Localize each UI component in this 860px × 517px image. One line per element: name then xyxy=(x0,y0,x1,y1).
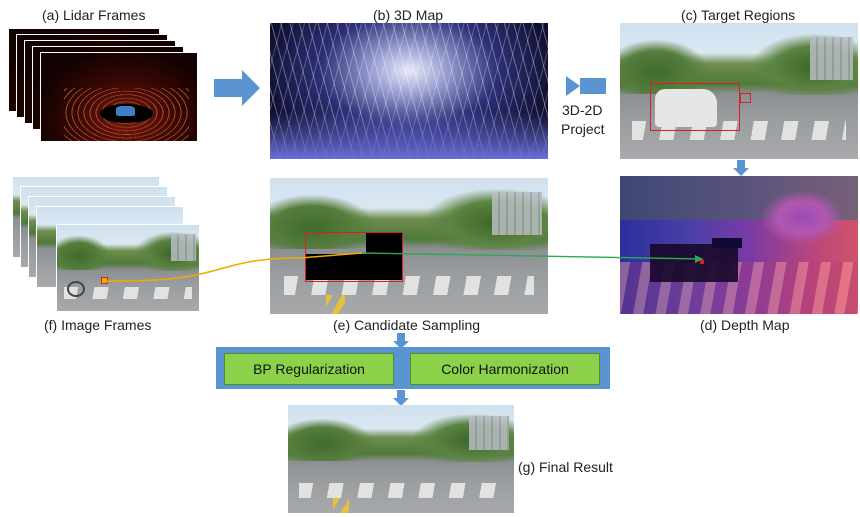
caption-final-result: (g) Final Result xyxy=(518,459,613,475)
caption-3d-map: (b) 3D Map xyxy=(373,7,444,23)
depth-map-image xyxy=(620,176,858,314)
arrow-sampling-to-modules xyxy=(393,333,409,349)
arrow-lidar-to-map xyxy=(214,70,260,106)
projection-label-line2: Project xyxy=(561,121,605,137)
candidate-mask-upper xyxy=(366,232,402,256)
final-result-image xyxy=(288,405,514,513)
orange-correspondence-curve xyxy=(104,252,363,282)
ego-car xyxy=(115,105,135,117)
arrow-modules-to-result xyxy=(393,390,409,406)
cyclist xyxy=(67,281,85,297)
caption-target-regions: (c) Target Regions xyxy=(681,7,796,23)
small-target-box xyxy=(740,93,751,103)
color-harmonization-box: Color Harmonization xyxy=(410,353,600,385)
target-regions-image xyxy=(620,23,858,159)
refinement-modules-panel: BP Regularization Color Harmonization xyxy=(216,347,610,389)
caption-candidate-sampling: (e) Candidate Sampling xyxy=(333,317,481,333)
caption-image-frames: (f) Image Frames xyxy=(44,317,152,333)
caption-depth-map: (d) Depth Map xyxy=(700,317,790,333)
candidate-sampling-image xyxy=(270,178,548,314)
target-car xyxy=(655,89,717,127)
bp-regularization-box: BP Regularization xyxy=(224,353,394,385)
green-correspondence-line xyxy=(361,252,704,260)
lidar-frame-front xyxy=(40,52,198,142)
depth-small-region xyxy=(712,238,742,248)
bp-regularization-label: BP Regularization xyxy=(253,361,365,377)
caption-lidar-frames: (a) Lidar Frames xyxy=(42,7,146,23)
depth-target-region xyxy=(650,244,738,282)
3d-map-image xyxy=(270,23,548,159)
image-frame-front xyxy=(56,224,200,312)
depth-sample-point xyxy=(700,260,704,264)
candidate-mask-lower xyxy=(306,254,402,280)
target-region-box xyxy=(650,83,740,131)
projection-label-line1: 3D-2D xyxy=(562,102,603,118)
color-harmonization-label: Color Harmonization xyxy=(441,361,569,377)
camera-icon xyxy=(566,76,606,96)
arrow-target-to-depth xyxy=(733,160,749,176)
